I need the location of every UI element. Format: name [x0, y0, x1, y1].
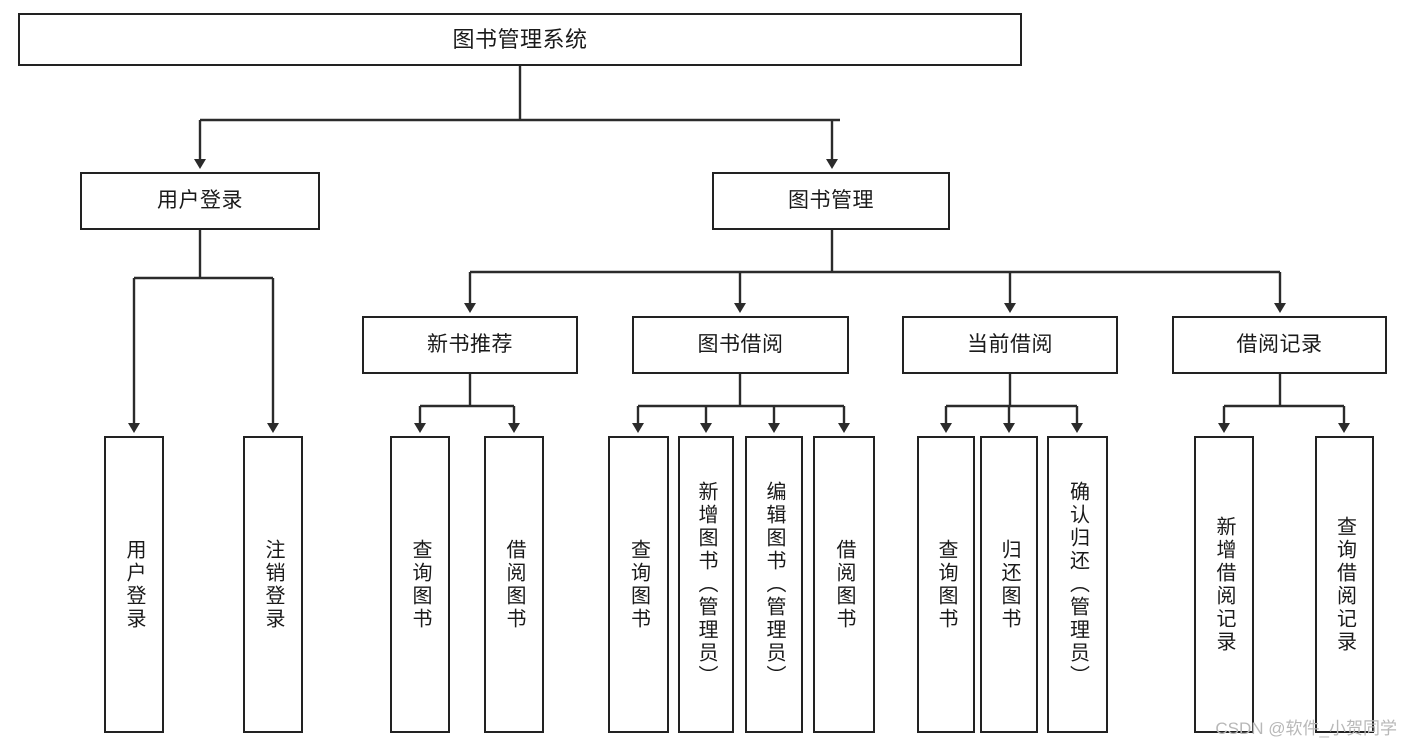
node-label-user-login: 用户登录	[157, 188, 243, 212]
node-new-book-recommend[interactable]: 新书推荐	[362, 316, 578, 374]
node-root-system[interactable]: 图书管理系统	[18, 13, 1022, 66]
node-label-leaf-borrow-book-1: 借阅图书	[503, 538, 525, 631]
node-label-root: 图书管理系统	[452, 26, 588, 52]
node-leaf-edit-book[interactable]: 编辑图书（管理员）	[745, 436, 803, 733]
node-label-leaf-edit-book: 编辑图书（管理员）	[763, 481, 785, 688]
node-user-login[interactable]: 用户登录	[80, 172, 320, 230]
node-label-leaf-query-book-2: 查询图书	[627, 538, 650, 631]
node-leaf-logout[interactable]: 注销登录	[243, 436, 303, 733]
node-label-leaf-query-record: 查询借阅记录	[1333, 515, 1356, 654]
node-label-current-borrow: 当前借阅	[967, 332, 1053, 356]
node-book-borrow[interactable]: 图书借阅	[632, 316, 849, 374]
node-leaf-borrow-book-2[interactable]: 借阅图书	[813, 436, 875, 733]
node-leaf-user-login[interactable]: 用户登录	[104, 436, 164, 733]
node-leaf-query-record[interactable]: 查询借阅记录	[1315, 436, 1374, 733]
node-borrow-record[interactable]: 借阅记录	[1172, 316, 1387, 374]
node-label-leaf-query-book-1: 查询图书	[409, 538, 431, 631]
node-leaf-borrow-book-1[interactable]: 借阅图书	[484, 436, 544, 733]
node-book-manage[interactable]: 图书管理	[712, 172, 950, 230]
node-label-leaf-return-book: 归还图书	[998, 538, 1020, 631]
node-leaf-query-book-1[interactable]: 查询图书	[390, 436, 450, 733]
node-label-leaf-logout: 注销登录	[262, 538, 284, 631]
node-label-borrow-record: 借阅记录	[1236, 332, 1323, 356]
node-label-leaf-confirm-return: 确认归还（管理员）	[1066, 481, 1089, 688]
node-leaf-query-book-3[interactable]: 查询图书	[917, 436, 975, 733]
node-leaf-add-record[interactable]: 新增借阅记录	[1194, 436, 1254, 733]
node-label-leaf-borrow-book-2: 借阅图书	[833, 538, 855, 631]
node-leaf-query-book-2[interactable]: 查询图书	[608, 436, 669, 733]
node-label-book-borrow: 图书借阅	[697, 332, 784, 356]
node-label-leaf-user-login: 用户登录	[123, 538, 145, 631]
node-label-leaf-add-record: 新增借阅记录	[1213, 515, 1235, 654]
node-label-leaf-query-book-3: 查询图书	[935, 538, 957, 631]
node-label-leaf-add-book: 新增图书（管理员）	[695, 481, 717, 688]
node-current-borrow[interactable]: 当前借阅	[902, 316, 1118, 374]
node-leaf-return-book[interactable]: 归还图书	[980, 436, 1038, 733]
node-label-new-book-recommend: 新书推荐	[427, 332, 513, 356]
node-label-book-manage: 图书管理	[788, 188, 874, 212]
node-leaf-add-book[interactable]: 新增图书（管理员）	[678, 436, 734, 733]
node-leaf-confirm-return[interactable]: 确认归还（管理员）	[1047, 436, 1108, 733]
